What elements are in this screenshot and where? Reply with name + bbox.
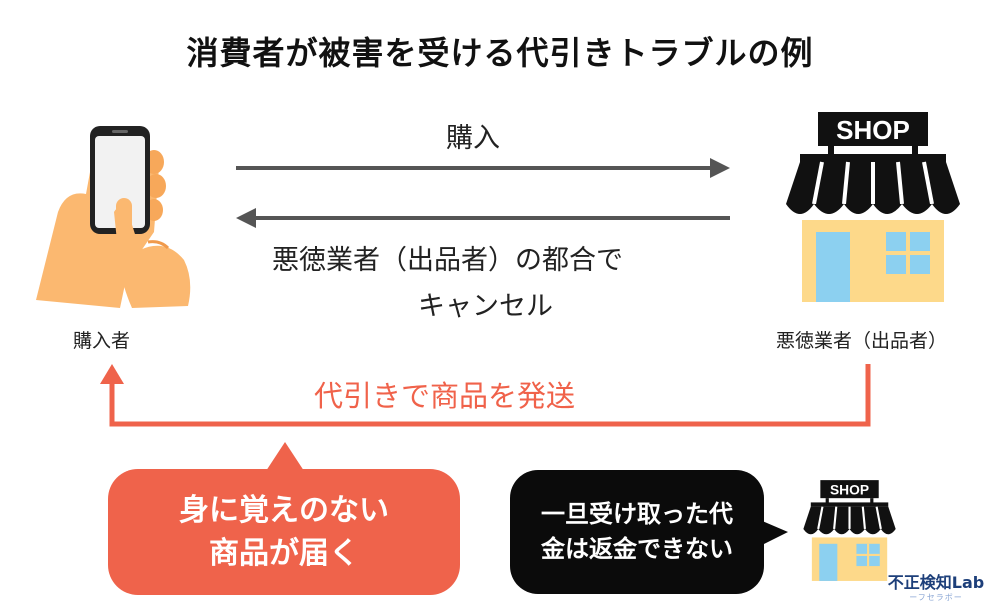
purchase-label: 購入 bbox=[446, 123, 500, 154]
cancel-label-line2: キャンセル bbox=[418, 291, 553, 322]
black-bubble-line1: 一旦受け取った代 bbox=[541, 500, 733, 529]
buyer-label: 購入者 bbox=[73, 330, 131, 352]
no-refund-bubble: 一旦受け取った代 金は返金できない bbox=[510, 470, 764, 594]
logo-sub-text: ーフセラボー bbox=[909, 593, 963, 602]
smartphone-hand-icon bbox=[36, 126, 191, 308]
ship-label: 代引きで商品を発送 bbox=[314, 379, 576, 413]
cancel-label-line1: 悪徳業者（出品者）の都合で bbox=[272, 245, 623, 276]
unexpected-delivery-bubble: 身に覚えのない 商品が届く bbox=[108, 469, 460, 595]
cancel-arrow bbox=[236, 208, 730, 228]
small-shop-sign-text: SHOP bbox=[830, 482, 869, 497]
red-bubble-tail bbox=[264, 442, 306, 474]
black-bubble-line2: 金は返金できない bbox=[541, 535, 733, 563]
shop-icon: SHOP bbox=[786, 112, 960, 302]
purchase-arrow bbox=[236, 158, 730, 178]
red-bubble-line2: 商品が届く bbox=[209, 536, 359, 571]
shipping-route-arrow bbox=[100, 364, 871, 427]
brand-logo: 不正検知Lab ーフセラボー bbox=[876, 574, 996, 603]
black-bubble-tail bbox=[760, 520, 788, 546]
logo-main-text: 不正検知Lab bbox=[887, 573, 985, 592]
seller-label: 悪徳業者（出品者） bbox=[776, 330, 948, 352]
page-title: 消費者が被害を受ける代引きトラブルの例 bbox=[186, 34, 814, 72]
red-bubble-line1: 身に覚えのない bbox=[179, 492, 389, 528]
shop-sign-text: SHOP bbox=[836, 115, 910, 145]
small-shop-icon: SHOP bbox=[803, 480, 896, 581]
